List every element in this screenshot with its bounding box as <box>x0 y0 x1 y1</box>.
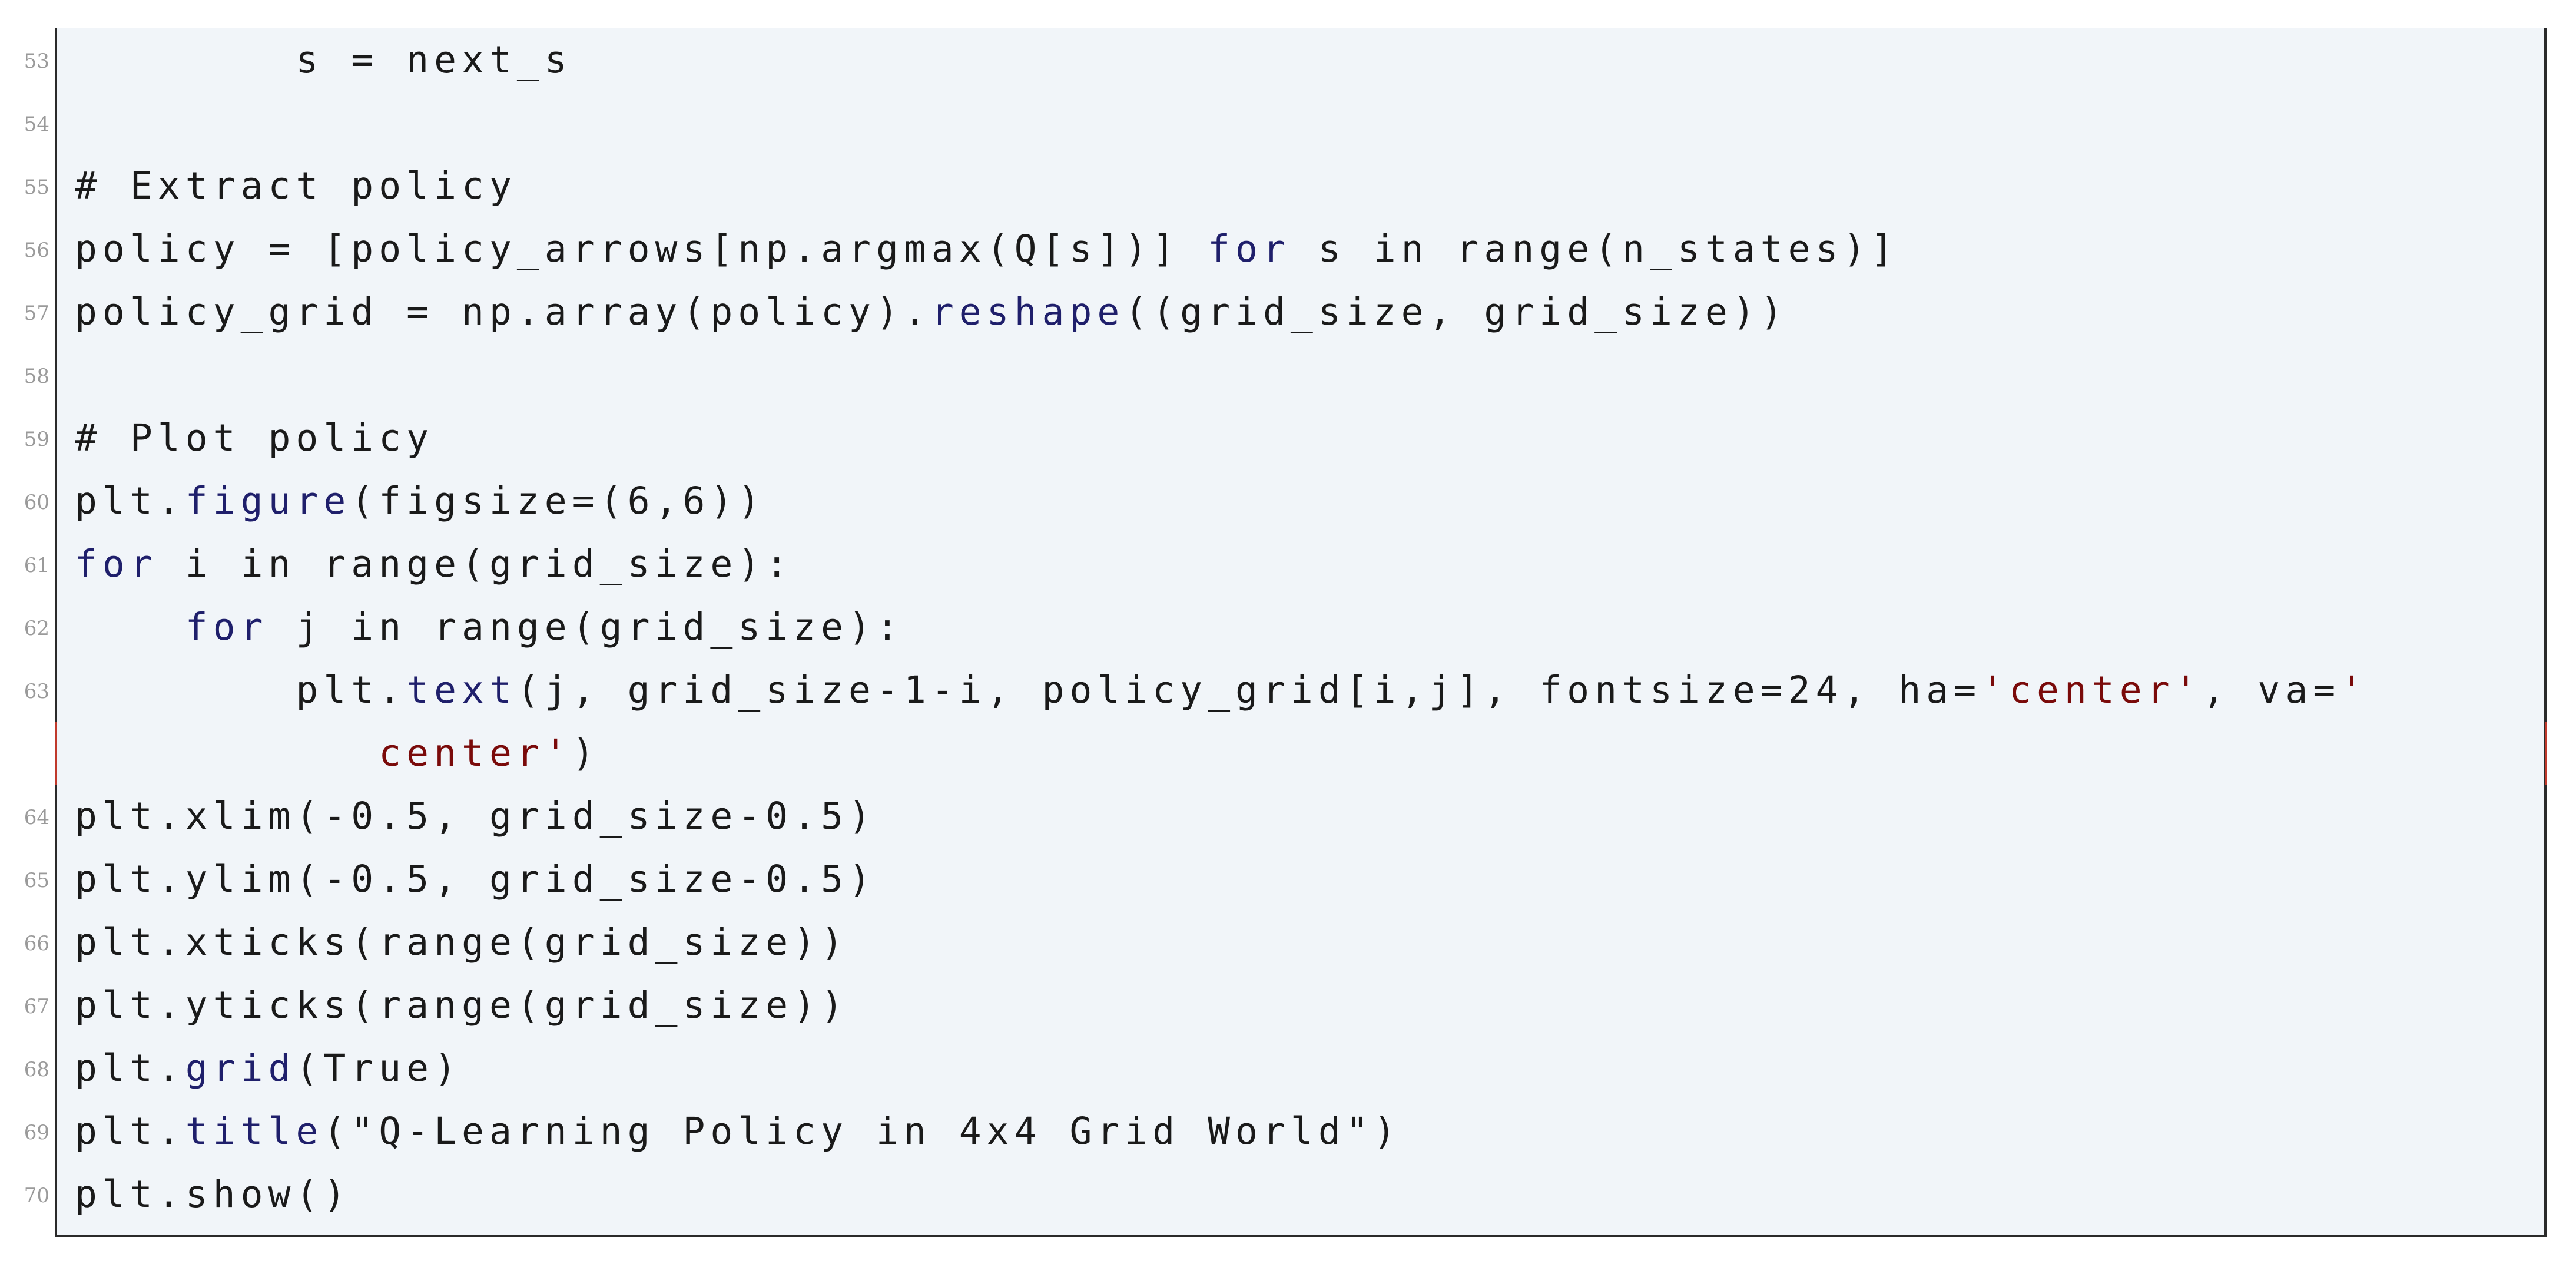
line-number: 62 <box>24 617 49 640</box>
code-token: plt.xticks(range(grid_size)) <box>75 921 849 964</box>
wrap-marker-left <box>55 722 57 785</box>
code-text: center') <box>75 722 600 785</box>
code-token: i in range(grid_size): <box>157 542 794 585</box>
code-text: for i in range(grid_size): <box>75 532 793 596</box>
code-string: ' <box>2340 669 2369 712</box>
code-line: 59 # Plot policy <box>24 406 2544 469</box>
code-keyword: for <box>1208 227 1291 270</box>
code-function: title <box>185 1110 324 1153</box>
code-text: plt.ylim(-0.5, grid_size-0.5) <box>75 848 876 911</box>
code-text: plt.show() <box>75 1163 351 1226</box>
line-number: 58 <box>24 365 49 388</box>
code-text: plt.xlim(-0.5, grid_size-0.5) <box>75 785 876 848</box>
code-token: plt. <box>75 1047 185 1090</box>
code-line: 57 policy_grid = np.array(policy).reshape… <box>24 280 2544 343</box>
code-line: 67 plt.yticks(range(grid_size)) <box>24 974 2544 1037</box>
code-token: plt.ylim(-0.5, grid_size-0.5) <box>75 858 876 901</box>
code-line: 68 plt.grid(True) <box>24 1037 2544 1100</box>
code-token: (j, grid_size-1-i, policy_grid[i,j], fon… <box>516 669 1982 712</box>
code-token <box>75 732 379 775</box>
line-number: 63 <box>24 680 49 703</box>
code-text: plt.title("Q-Learning Policy in 4x4 Grid… <box>75 1100 1401 1163</box>
code-keyword: for <box>185 606 268 649</box>
code-line: 53 s = next_s <box>24 28 2544 91</box>
wrap-marker-right <box>2545 722 2547 785</box>
line-number: 67 <box>24 995 49 1018</box>
code-token: , va= <box>2202 669 2341 712</box>
code-token: s = next_s <box>75 38 572 81</box>
code-string: center' <box>379 732 572 775</box>
code-text: policy_grid = np.array(policy).reshape((… <box>75 280 1788 343</box>
code-token: s in range(n_states)] <box>1290 227 1899 270</box>
code-string: 'center' <box>1981 669 2203 712</box>
code-function: grid <box>185 1047 296 1090</box>
code-token: (figsize=(6,6)) <box>351 479 766 522</box>
line-number: 56 <box>24 239 49 262</box>
code-text: plt.xticks(range(grid_size)) <box>75 911 848 974</box>
code-token: plt.yticks(range(grid_size)) <box>75 984 849 1027</box>
line-number: 68 <box>24 1058 49 1081</box>
code-token: plt. <box>75 669 407 712</box>
code-line: 61 for i in range(grid_size): <box>24 532 2544 596</box>
code-token: # Plot policy <box>75 416 435 459</box>
code-token: plt. <box>75 1110 185 1153</box>
code-line: 69 plt.title("Q-Learning Policy in 4x4 Gr… <box>24 1100 2544 1163</box>
code-token: ((grid_size, grid_size)) <box>1125 290 1788 333</box>
line-number: 59 <box>24 428 49 451</box>
code-line-continuation: center') <box>55 722 2547 785</box>
code-token: j in range(grid_size): <box>268 606 904 649</box>
code-line: 65 plt.ylim(-0.5, grid_size-0.5) <box>24 848 2544 911</box>
code-token <box>75 606 185 649</box>
line-number: 69 <box>24 1121 49 1144</box>
code-line: 63 plt.text(j, grid_size-1-i, policy_gri… <box>24 659 2544 722</box>
line-number: 61 <box>24 554 49 577</box>
code-text: # Plot policy <box>75 406 434 469</box>
code-text: plt.text(j, grid_size-1-i, policy_grid[i… <box>75 659 2368 722</box>
code-line: 66 plt.xticks(range(grid_size)) <box>24 911 2544 974</box>
code-text: s = next_s <box>75 28 572 91</box>
code-token: ("Q-Learning Policy in 4x4 Grid World") <box>323 1110 1401 1153</box>
line-number: 60 <box>24 491 49 514</box>
code-function: reshape <box>931 290 1125 333</box>
code-listing: 53 s = next_s 54 55 # Extract policy 56 polic… <box>24 28 2547 1237</box>
line-number: 54 <box>24 113 49 136</box>
code-text: policy = [policy_arrows[np.argmax(Q[s])]… <box>75 217 1898 280</box>
line-number: 64 <box>24 806 49 829</box>
code-line: 56 policy = [policy_arrows[np.argmax(Q[s]… <box>24 217 2544 280</box>
code-text: plt.figure(figsize=(6,6)) <box>75 469 765 532</box>
code-token: plt. <box>75 479 185 522</box>
code-token: policy = [policy_arrows[np.argmax(Q[s])] <box>75 227 1208 270</box>
code-line: 64 plt.xlim(-0.5, grid_size-0.5) <box>24 785 2544 848</box>
code-function: text <box>406 669 517 712</box>
line-number: 66 <box>24 932 49 955</box>
line-number: 57 <box>24 302 49 325</box>
code-token: plt.show() <box>75 1173 352 1216</box>
code-line: 55 # Extract policy <box>24 154 2544 217</box>
code-token: # Extract policy <box>75 164 517 207</box>
code-line: 58 <box>24 343 2544 406</box>
code-token: (True) <box>296 1047 462 1090</box>
code-line: 54 <box>24 91 2544 154</box>
code-line: 60 plt.figure(figsize=(6,6)) <box>24 469 2544 532</box>
code-text: # Extract policy <box>75 154 517 217</box>
code-line: 70 plt.show() <box>24 1163 2544 1226</box>
line-number: 65 <box>24 869 49 892</box>
code-text: plt.grid(True) <box>75 1037 462 1100</box>
line-number: 53 <box>24 49 49 73</box>
code-line: 62 for j in range(grid_size): <box>24 596 2544 659</box>
code-token: plt.xlim(-0.5, grid_size-0.5) <box>75 795 876 838</box>
code-token: ) <box>572 732 600 775</box>
code-text: plt.yticks(range(grid_size)) <box>75 974 848 1037</box>
line-number: 55 <box>24 176 49 199</box>
code-text: for j in range(grid_size): <box>75 596 904 659</box>
code-keyword: for <box>75 542 158 585</box>
code-token: policy_grid = np.array(policy). <box>75 290 931 333</box>
line-number: 70 <box>24 1184 49 1208</box>
code-function: figure <box>185 479 352 522</box>
